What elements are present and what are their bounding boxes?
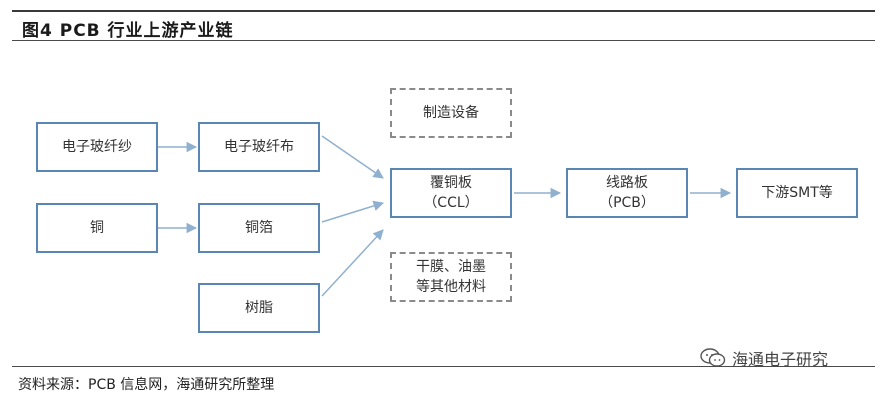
node-pcb-label: 线路板 bbox=[605, 175, 648, 191]
title-divider bbox=[12, 40, 875, 41]
footer-divider bbox=[12, 366, 875, 367]
node-ccl-sublabel: （CCL） bbox=[423, 195, 479, 211]
node-equipment: 制造设备 bbox=[390, 88, 512, 138]
node-downstream: 下游SMT等 bbox=[736, 168, 858, 218]
arrow-resin-to-ccl bbox=[321, 229, 384, 297]
node-resin-label: 树脂 bbox=[245, 300, 273, 316]
node-ccl-label: 覆铜板 bbox=[429, 175, 472, 191]
node-other-materials-sublabel: 等其他材料 bbox=[416, 279, 486, 295]
node-downstream-label: 下游SMT等 bbox=[761, 185, 833, 201]
figure-title: 图4 PCB 行业上游产业链 bbox=[22, 21, 234, 41]
wechat-icon bbox=[700, 348, 726, 367]
node-glass-cloth-label: 电子玻纤布 bbox=[224, 139, 294, 155]
node-other-materials: 干膜、油墨 等其他材料 bbox=[390, 252, 512, 302]
arrow-cloth-to-ccl bbox=[321, 135, 384, 179]
node-other-materials-label: 干膜、油墨 bbox=[416, 259, 486, 275]
watermark-text: 海通电子研究 bbox=[732, 350, 829, 369]
arrow-foil-to-ccl bbox=[321, 200, 385, 223]
node-glass-cloth: 电子玻纤布 bbox=[198, 122, 320, 172]
node-copper-label: 铜 bbox=[90, 220, 104, 236]
node-ccl: 覆铜板 （CCL） bbox=[390, 168, 512, 218]
node-copper-foil: 铜箔 bbox=[198, 203, 320, 253]
figure-header: 图4 PCB 行业上游产业链 bbox=[12, 10, 875, 41]
source-note: 资料来源：PCB 信息网，海通研究所整理 bbox=[18, 377, 275, 393]
node-pcb: 线路板 （PCB） bbox=[566, 168, 688, 218]
node-pcb-sublabel: （PCB） bbox=[599, 195, 655, 211]
node-copper: 铜 bbox=[36, 203, 158, 253]
node-equipment-label: 制造设备 bbox=[423, 105, 479, 121]
node-resin: 树脂 bbox=[198, 283, 320, 333]
node-copper-foil-label: 铜箔 bbox=[245, 220, 273, 236]
node-glass-yarn: 电子玻纤纱 bbox=[36, 122, 158, 172]
node-glass-yarn-label: 电子玻纤纱 bbox=[62, 139, 132, 155]
